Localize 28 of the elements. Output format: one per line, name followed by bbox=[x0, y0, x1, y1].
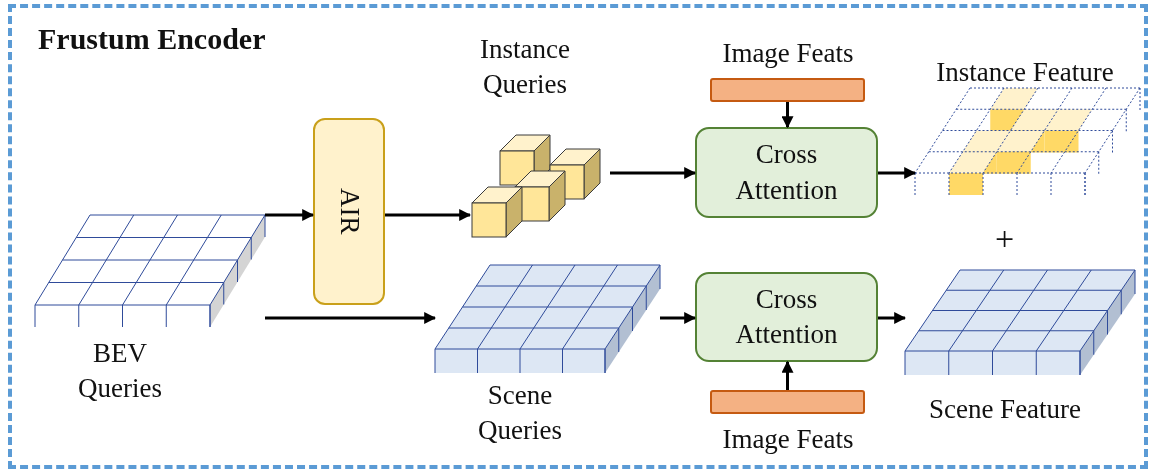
node-label: Image Feats bbox=[721, 423, 855, 456]
module-box: AIR bbox=[313, 118, 385, 305]
node-label: Instance Queries bbox=[479, 33, 571, 102]
grid-drawing bbox=[435, 265, 660, 373]
arrow bbox=[781, 360, 794, 390]
grid-drawing bbox=[35, 215, 265, 327]
arrow bbox=[385, 209, 472, 221]
arrow bbox=[265, 209, 315, 221]
arrow bbox=[610, 167, 697, 179]
node-label: Image Feats bbox=[721, 37, 855, 70]
grid-drawing bbox=[915, 88, 1140, 195]
arrow bbox=[781, 102, 794, 129]
grid-drawing bbox=[905, 270, 1135, 375]
arrow bbox=[265, 312, 437, 324]
node-label: Instance Feature bbox=[935, 56, 1115, 89]
feature-bar bbox=[710, 390, 865, 414]
encoder-frame bbox=[8, 4, 1148, 469]
arrow bbox=[878, 312, 907, 324]
node-label: BEV Queries bbox=[77, 337, 163, 406]
attention-box: Cross Attention bbox=[695, 127, 878, 218]
node-label: Scene Feature bbox=[927, 393, 1083, 426]
title: Frustum Encoder bbox=[38, 22, 266, 56]
arrow bbox=[878, 167, 917, 179]
feature-bar bbox=[710, 78, 865, 102]
attention-box: Cross Attention bbox=[695, 272, 878, 362]
node-label: Scene Queries bbox=[477, 379, 563, 448]
arrow bbox=[660, 312, 697, 324]
plus-sign: + bbox=[995, 220, 1015, 258]
